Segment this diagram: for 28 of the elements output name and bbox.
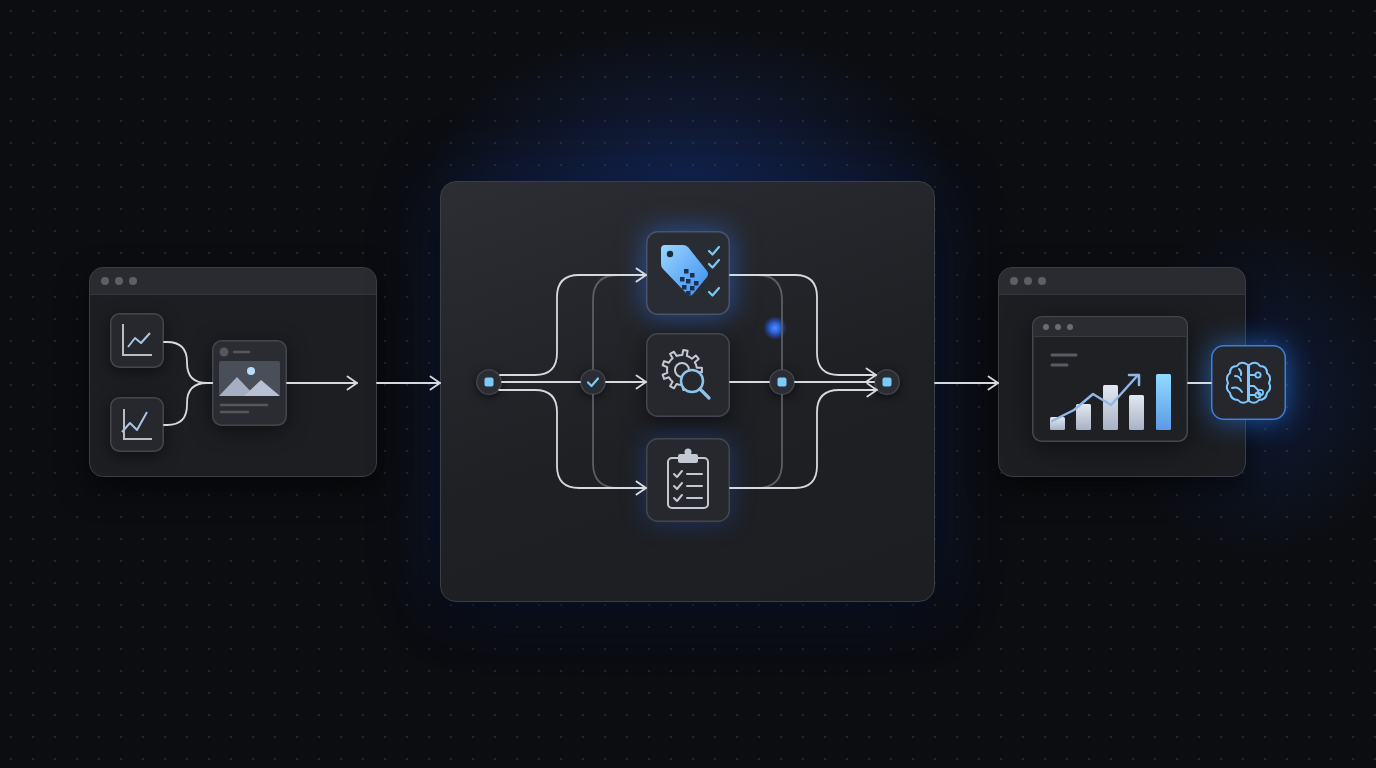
junction-node-icon [874, 369, 900, 395]
junction-node-icon [476, 369, 502, 395]
gear-search-icon [646, 333, 730, 417]
process-panel [440, 181, 935, 602]
tag-icon [646, 231, 730, 315]
connector-line [163, 382, 213, 426]
arrow [729, 382, 878, 489]
brain-icon [1211, 345, 1286, 420]
arrow [934, 375, 999, 391]
arrow [498, 389, 647, 496]
line-chart-icon [110, 313, 164, 368]
arrow [376, 375, 441, 391]
clipboard-checklist-icon [646, 438, 730, 522]
app-window [89, 267, 377, 477]
line-chart-icon [110, 397, 164, 452]
check-node-icon [580, 369, 606, 395]
connector-line [501, 381, 581, 383]
arrow [605, 374, 647, 390]
growth-chart-illustration [1032, 316, 1188, 442]
image-post-icon [212, 340, 287, 426]
app-window [998, 267, 1246, 477]
connector-line [1187, 382, 1212, 384]
arrow [499, 267, 647, 376]
arrow [286, 375, 358, 391]
connector-line [729, 381, 770, 383]
arrow [729, 274, 877, 383]
junction-node-icon [769, 369, 795, 395]
connector-line [794, 381, 875, 383]
